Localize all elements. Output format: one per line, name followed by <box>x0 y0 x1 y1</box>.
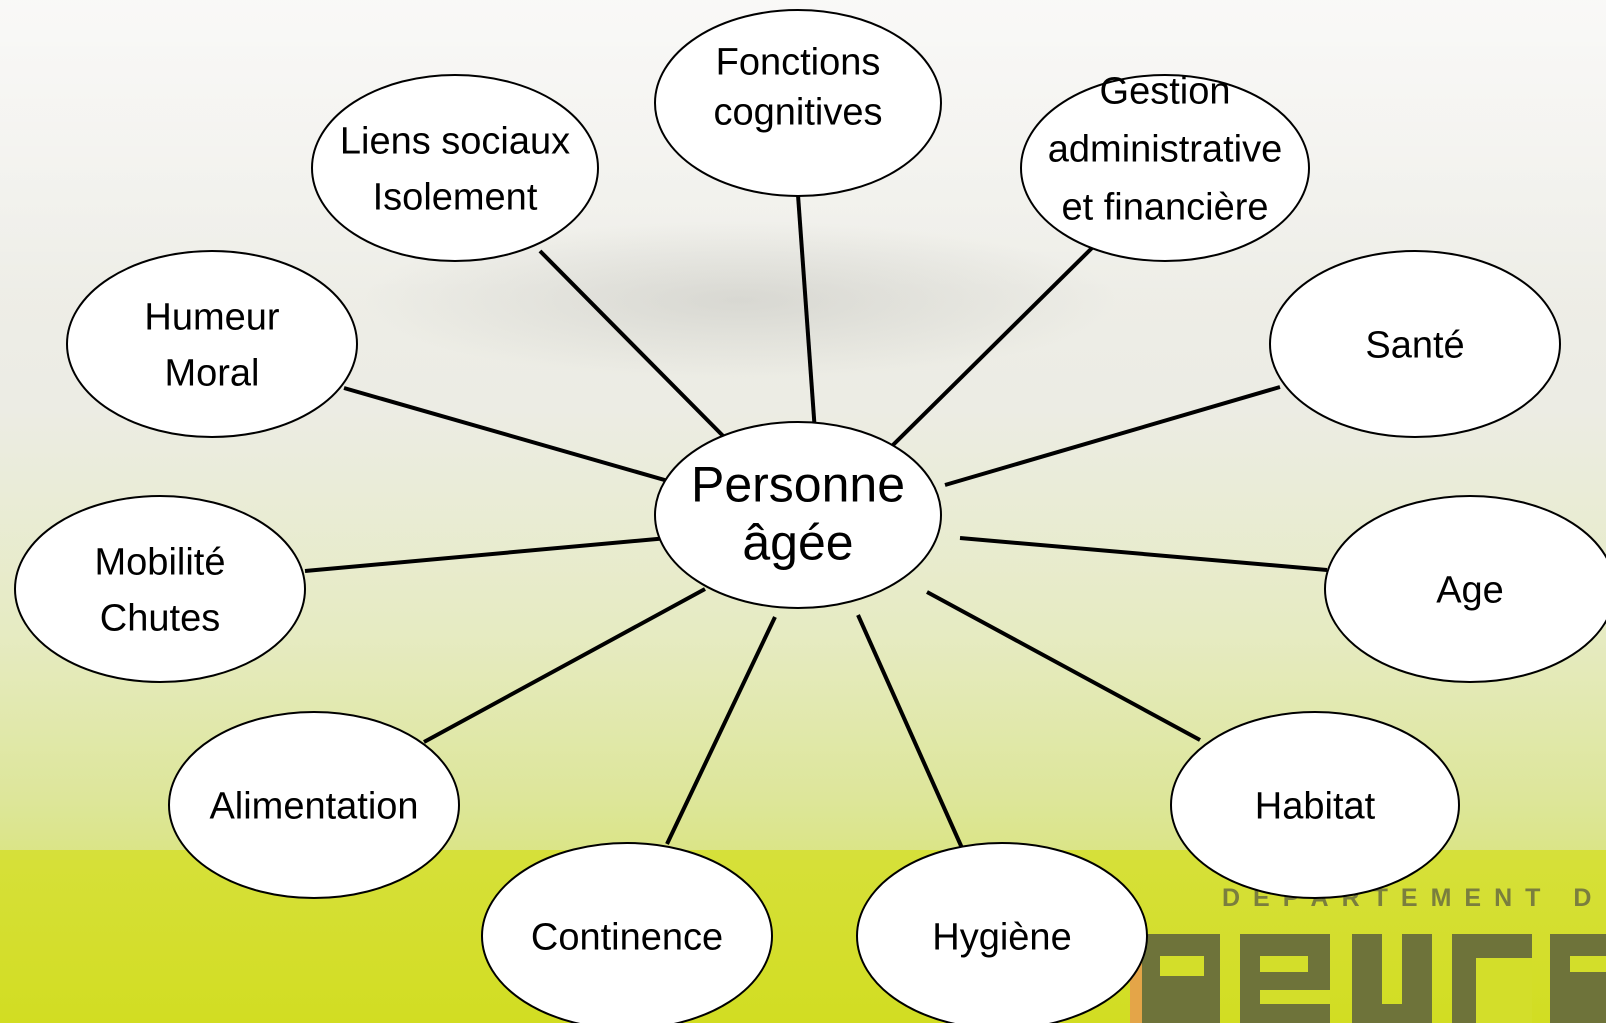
node-gestion: Gestion administrative et financière <box>1020 70 1310 262</box>
node-fonctions-cognitives-label-line-1: Fonctions <box>716 41 881 83</box>
node-age: Age <box>1324 495 1606 683</box>
connector-gestion <box>888 243 1097 450</box>
node-sante: Santé <box>1269 250 1561 438</box>
node-humeur-label-line-2: Moral <box>164 352 259 394</box>
node-fonctions-cognitives-label-line-2: cognitives <box>714 91 883 133</box>
node-continence: Continence <box>481 842 773 1023</box>
node-alimentation-ellipse <box>168 711 460 899</box>
node-gestion-label-line-1: Gestion <box>1100 70 1231 112</box>
node-mobilite-ellipse <box>14 495 306 683</box>
node-liens-sociaux-ellipse <box>311 74 599 262</box>
connector-continence <box>665 616 777 845</box>
node-hygiene-ellipse <box>856 842 1148 1023</box>
node-alimentation-label-line-1: Alimentation <box>209 785 418 827</box>
node-habitat-label-line-1: Habitat <box>1255 785 1376 827</box>
connector-habitat <box>926 590 1201 742</box>
node-sante-ellipse <box>1269 250 1561 438</box>
node-liens-sociaux-label-line-2: Isolement <box>373 176 538 218</box>
connector-liens-sociaux <box>538 249 737 450</box>
node-gestion-label-line-2: administrative <box>1048 128 1282 170</box>
connectors <box>304 194 1328 849</box>
node-hygiene: Hygiène <box>856 842 1148 1023</box>
node-liens-sociaux-label-line-1: Liens sociaux <box>340 120 570 162</box>
connector-humeur <box>343 386 683 487</box>
node-hygiene-label-line-1: Hygiène <box>932 916 1071 958</box>
node-fonctions-cognitives-ellipse <box>654 9 942 197</box>
node-continence-ellipse <box>481 842 773 1023</box>
node-habitat-ellipse <box>1170 711 1460 899</box>
connector-age <box>959 536 1328 572</box>
node-humeur-label-line-1: Humeur <box>144 296 279 338</box>
node-alimentation: Alimentation <box>168 711 460 899</box>
connector-fonctions-cognitives <box>796 194 817 433</box>
node-age-label-line-1: Age <box>1436 569 1504 611</box>
node-mobilite-label-line-2: Chutes <box>100 597 220 639</box>
center-node-ellipse <box>654 421 942 609</box>
node-fonctions-cognitives: Fonctions cognitives <box>654 9 942 197</box>
center-node-label-line-2: âgée <box>742 515 853 571</box>
center-node-label-line-1: Personne <box>691 457 905 513</box>
node-continence-label-line-1: Continence <box>531 916 723 958</box>
node-habitat: Habitat <box>1170 711 1460 899</box>
connector-mobilite <box>304 536 669 573</box>
node-humeur-ellipse <box>66 250 358 438</box>
connector-hygiene <box>856 614 964 849</box>
connector-alimentation <box>423 587 706 744</box>
connector-sante <box>944 385 1281 487</box>
node-gestion-label-line-3: et financière <box>1061 186 1268 228</box>
node-sante-label-line-1: Santé <box>1365 324 1464 366</box>
node-gestion-ellipse <box>1020 74 1310 262</box>
node-mobilite-label-line-1: Mobilité <box>95 541 226 583</box>
node-age-ellipse <box>1324 495 1606 683</box>
